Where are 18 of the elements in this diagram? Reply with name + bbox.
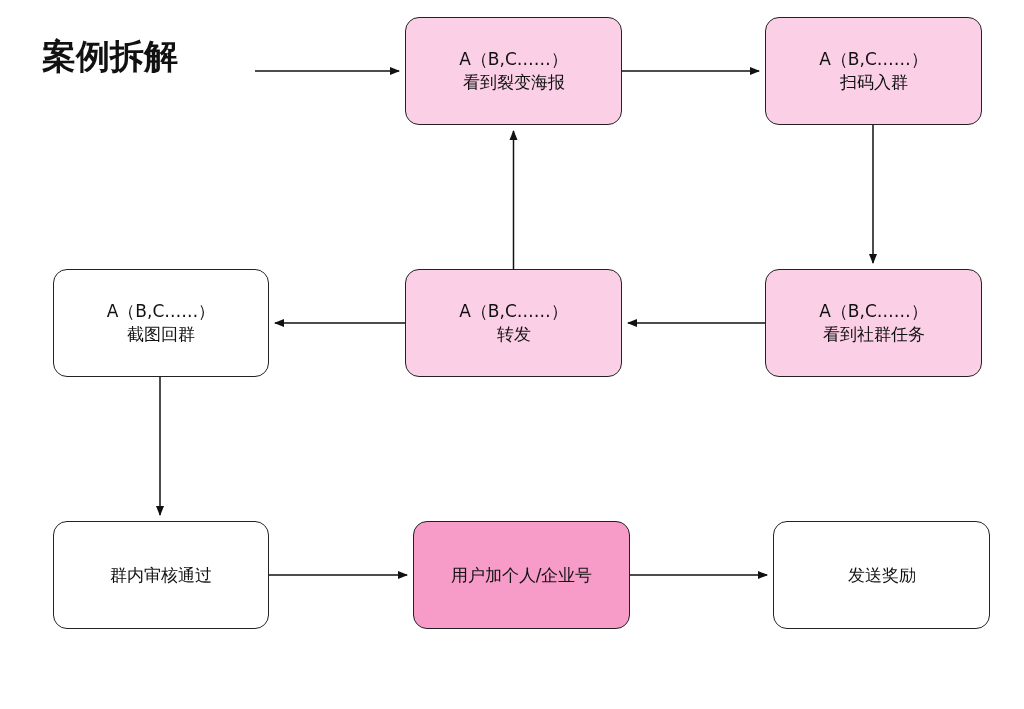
arrow xyxy=(627,319,766,327)
process-box: A（B,C……） 扫码入群 xyxy=(765,17,982,125)
arrow xyxy=(156,376,164,516)
title: 案例拆解 xyxy=(42,35,178,78)
process-box: 用户加个人/企业号 xyxy=(413,521,630,629)
process-box: A（B,C……） 转发 xyxy=(405,269,622,377)
process-box: 发送奖励 xyxy=(773,521,990,629)
arrow xyxy=(869,124,877,264)
process-box: A（B,C……） 看到裂变海报 xyxy=(405,17,622,125)
arrow xyxy=(621,67,760,75)
arrow xyxy=(509,130,518,270)
arrow xyxy=(629,571,768,579)
arrow xyxy=(254,67,400,75)
arrow xyxy=(268,571,408,579)
process-box: A（B,C……） 看到社群任务 xyxy=(765,269,982,377)
process-box: A（B,C……） 截图回群 xyxy=(53,269,269,377)
process-box: 群内审核通过 xyxy=(53,521,269,629)
arrow xyxy=(274,319,406,327)
